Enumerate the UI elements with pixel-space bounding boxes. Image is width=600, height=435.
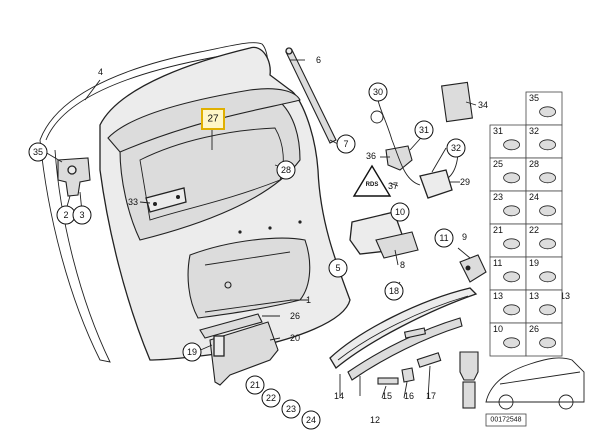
panel-cell-26: 26: [525, 322, 563, 357]
svg-text:24: 24: [306, 415, 316, 425]
label-15: 15: [382, 391, 392, 401]
svg-text:21: 21: [250, 380, 260, 390]
svg-text:30: 30: [373, 87, 383, 97]
svg-text:19: 19: [529, 258, 539, 268]
warning-triangle: [352, 164, 392, 197]
car-silhouette: [485, 357, 585, 403]
svg-text:22: 22: [529, 225, 539, 235]
callout-22: 22: [261, 388, 281, 408]
callout-30: 30: [368, 82, 388, 102]
callout-31: 31: [414, 120, 434, 140]
svg-text:13: 13: [493, 291, 503, 301]
label-26: 26: [290, 311, 300, 321]
svg-text:19: 19: [187, 347, 197, 357]
reference-code: 00172548: [490, 417, 521, 424]
panel-cell-31: 31: [489, 124, 527, 159]
svg-text:31: 31: [419, 125, 429, 135]
panel-cell-21: 21: [489, 223, 527, 258]
label-29: 29: [460, 177, 470, 187]
panel-cell-10: 10: [489, 322, 527, 357]
svg-text:7: 7: [343, 139, 348, 149]
callout-7: 7: [336, 134, 356, 154]
label-16: 16: [404, 391, 414, 401]
callout-11: 11: [434, 228, 454, 248]
label-14: 14: [334, 391, 344, 401]
label-17: 17: [426, 391, 436, 401]
panel-cell-19: 19: [525, 256, 563, 291]
label-12: 12: [370, 415, 380, 425]
svg-text:35: 35: [529, 93, 539, 103]
svg-text:13: 13: [529, 291, 539, 301]
warning-symbol-text: RDS: [366, 182, 379, 188]
emblem-bracket: [145, 187, 187, 213]
callout-28: 28: [276, 160, 296, 180]
callout-23: 23: [281, 399, 301, 419]
parts-panel: 35 31 32 25 28 23 24 21 22 11 19 13 13 10 26: [489, 91, 563, 357]
svg-text:11: 11: [493, 258, 502, 268]
panel-cell-13: 13: [525, 289, 563, 324]
label-33: 33: [128, 197, 138, 207]
highlighted-part-label: 27: [207, 114, 219, 125]
panel-cell-24: 24: [525, 190, 563, 225]
svg-text:23: 23: [286, 404, 296, 414]
svg-text:25: 25: [493, 159, 503, 169]
svg-text:10: 10: [395, 207, 405, 217]
svg-text:35: 35: [33, 147, 43, 157]
label-6: 6: [316, 55, 321, 65]
callout-19: 19: [182, 342, 202, 362]
panel-cell-11: 11: [489, 256, 527, 291]
svg-text:21: 21: [493, 225, 503, 235]
svg-text:3: 3: [79, 210, 84, 220]
svg-text:32: 32: [451, 143, 461, 153]
svg-text:32: 32: [529, 126, 539, 136]
callout-2: 2: [56, 205, 76, 225]
panel-cell-13: 13: [489, 289, 527, 324]
panel-cell-35: 35: [525, 91, 563, 126]
svg-text:10: 10: [493, 324, 503, 334]
svg-text:31: 31: [493, 126, 503, 136]
callout-24: 24: [301, 410, 321, 430]
reference-code-box: [485, 413, 527, 427]
hinge-left: [57, 157, 91, 197]
label-8: 8: [400, 260, 405, 270]
callout-3: 3: [72, 205, 92, 225]
label-13: 13: [560, 291, 570, 301]
callout-21: 21: [245, 375, 265, 395]
svg-text:24: 24: [529, 192, 539, 202]
callout-35: 35: [28, 142, 48, 162]
svg-text:26: 26: [529, 324, 539, 334]
label-1: 1: [306, 295, 311, 305]
svg-text:22: 22: [266, 393, 276, 403]
label-37: 37: [388, 181, 398, 191]
svg-text:5: 5: [335, 263, 340, 273]
label-34: 34: [478, 100, 488, 110]
panel-cell-25: 25: [489, 157, 527, 192]
callout-32: 32: [446, 138, 466, 158]
panel-cell-23: 23: [489, 190, 527, 225]
leader-lines: [44, 59, 477, 399]
panel-cell-28: 28: [525, 157, 563, 192]
trim-strip: [329, 287, 478, 369]
panel-cell-22: 22: [525, 223, 563, 258]
label-9: 9: [462, 232, 467, 242]
callout-10: 10: [390, 202, 410, 222]
label-20: 20: [290, 333, 300, 343]
svg-text:11: 11: [439, 233, 448, 243]
svg-text:18: 18: [389, 286, 399, 296]
highlight-box-27: [201, 108, 225, 130]
callout-18: 18: [384, 281, 404, 301]
plate-bracket: [209, 321, 279, 386]
sticker-34: [441, 81, 473, 123]
callout-5: 5: [328, 258, 348, 278]
label-4: 4: [98, 67, 103, 77]
svg-text:28: 28: [281, 165, 291, 175]
svg-text:28: 28: [529, 159, 539, 169]
svg-text:2: 2: [63, 210, 68, 220]
control-unit: [419, 169, 453, 199]
label-36: 36: [366, 151, 376, 161]
svg-text:23: 23: [493, 192, 503, 202]
panel-cell-32: 32: [525, 124, 563, 159]
